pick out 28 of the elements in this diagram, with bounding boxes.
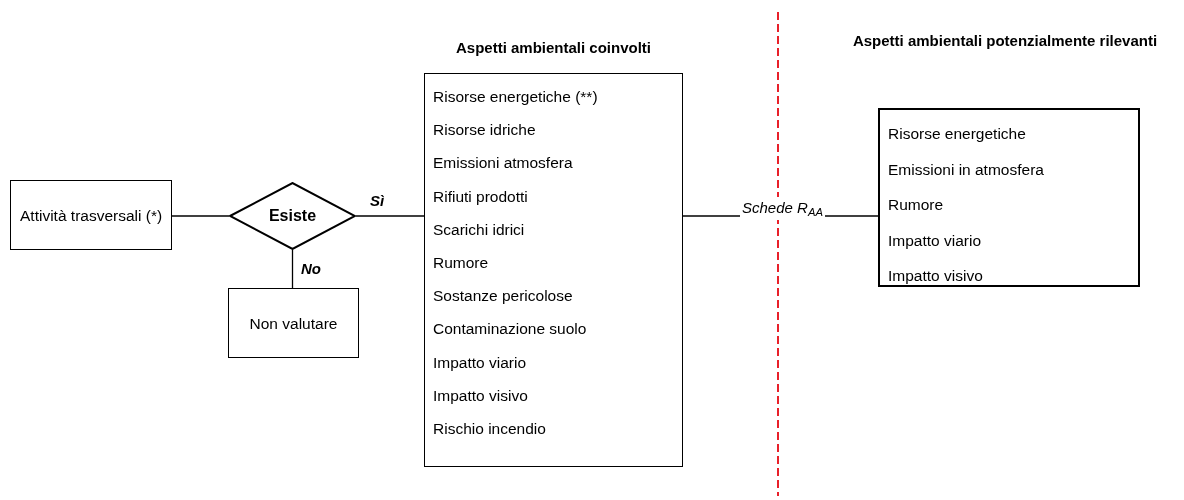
list-item: Sostanze pericolose [433,286,574,307]
decision-diamond [229,182,356,250]
process-box [10,180,172,250]
list-item: Contaminazione suolo [433,319,588,340]
list-item: Impatto visivo [433,385,529,406]
box-label: Non valutare [249,313,338,334]
list-item: Risorse idriche [433,120,537,141]
connector-line [355,215,425,217]
list-item: Impatto visivo [888,266,984,287]
list-item: Rumore [433,252,490,273]
list-item: Impatto viario [888,230,983,251]
list-item: Rifiuti prodotti [433,186,529,207]
box-label: Attività trasversali (*) [20,205,163,226]
column-heading: Aspetti ambientali potenzialmente rilevanti [851,30,1159,51]
decision-label: Esiste [268,206,317,226]
list-item: Risorse energetiche (**) [433,87,598,107]
list-item: Rumore [888,195,945,216]
list-item: Scarichi idrici [433,219,526,240]
connector-line [171,215,230,217]
process-box [228,288,359,358]
list-item: Rischio incendio [433,418,547,439]
list-item: Emissioni atmosfera [433,153,574,174]
edge-label: Schede R$_{AA}$ [740,197,825,220]
connector-line [291,249,294,289]
list-item: Emissioni in atmosfera [888,159,1044,180]
list-item: Impatto viario [433,352,528,373]
list-item: Risorse energetiche [888,124,1027,144]
column-heading: Aspetti ambientali coinvolti [455,37,652,58]
